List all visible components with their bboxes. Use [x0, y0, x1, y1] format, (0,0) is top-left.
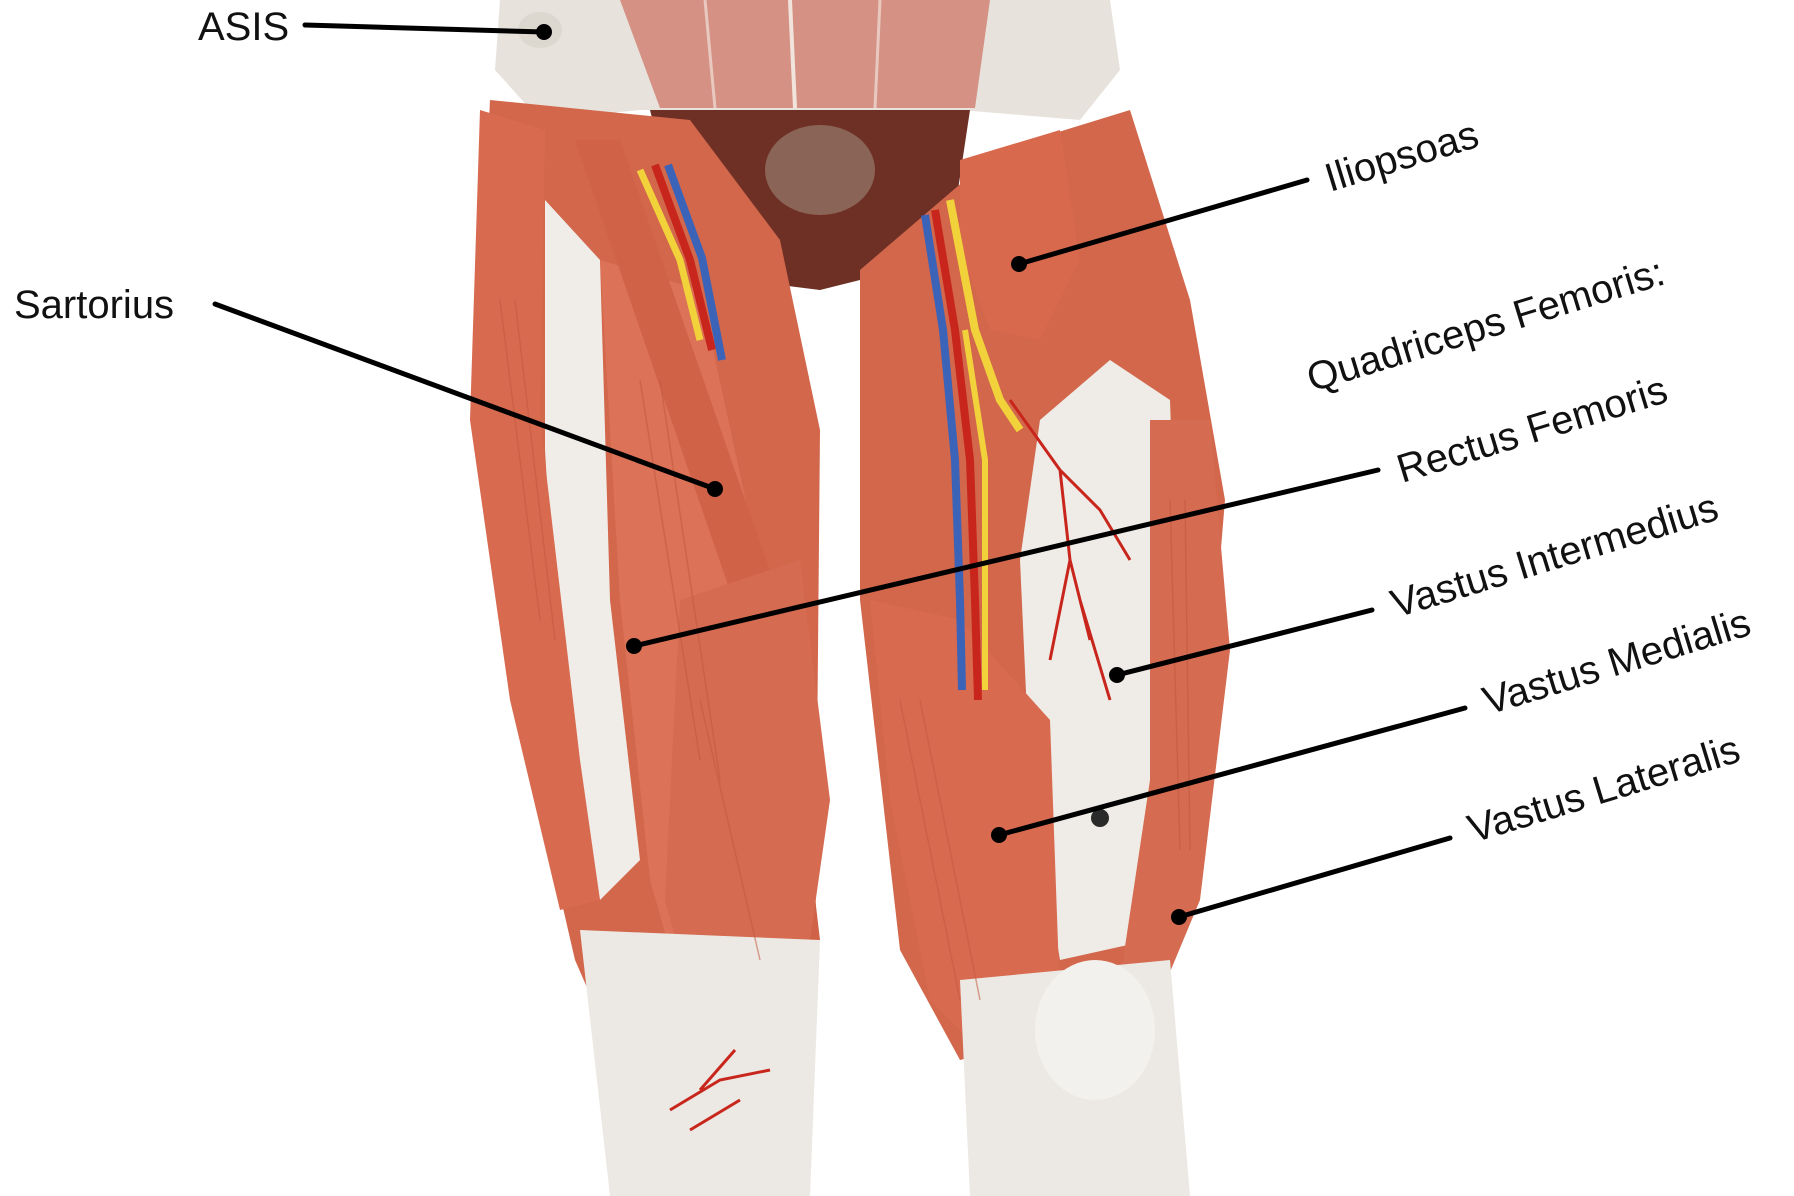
label-vastus-intermedius: Vastus Intermedius — [1386, 485, 1723, 626]
pointer-dot-vastus-intermedius — [1109, 667, 1125, 683]
label-rectus-femoris: Rectus Femoris — [1392, 368, 1673, 492]
abdominal-muscle — [620, 0, 990, 108]
label-vastus-lateralis: Vastus Lateralis — [1463, 727, 1745, 851]
leader-vastus-lateralis — [1179, 838, 1450, 917]
label-quadriceps-heading: Quadriceps Femoris: — [1302, 250, 1670, 401]
pointer-dot-asis — [536, 24, 552, 40]
pointer-dot-vastus-medialis — [991, 827, 1007, 843]
pelvic-organ — [765, 125, 875, 215]
thigh-left — [860, 110, 1230, 1196]
label-vastus-medialis: Vastus Medialis — [1478, 600, 1756, 723]
thigh-right — [470, 100, 830, 1196]
patella-left — [1035, 960, 1155, 1100]
label-sartorius: Sartorius — [14, 283, 174, 327]
pointer-dot-rectus-femoris — [626, 638, 642, 654]
pointer-dot-vastus-lateralis — [1171, 909, 1187, 925]
pointer-dot-sartorius — [707, 481, 723, 497]
knee-right — [580, 930, 820, 1196]
label-asis: ASIS — [198, 5, 289, 49]
anatomical-model — [470, 0, 1230, 1196]
label-iliopsoas: Iliopsoas — [1320, 112, 1484, 200]
pointer-dot-iliopsoas — [1011, 256, 1027, 272]
